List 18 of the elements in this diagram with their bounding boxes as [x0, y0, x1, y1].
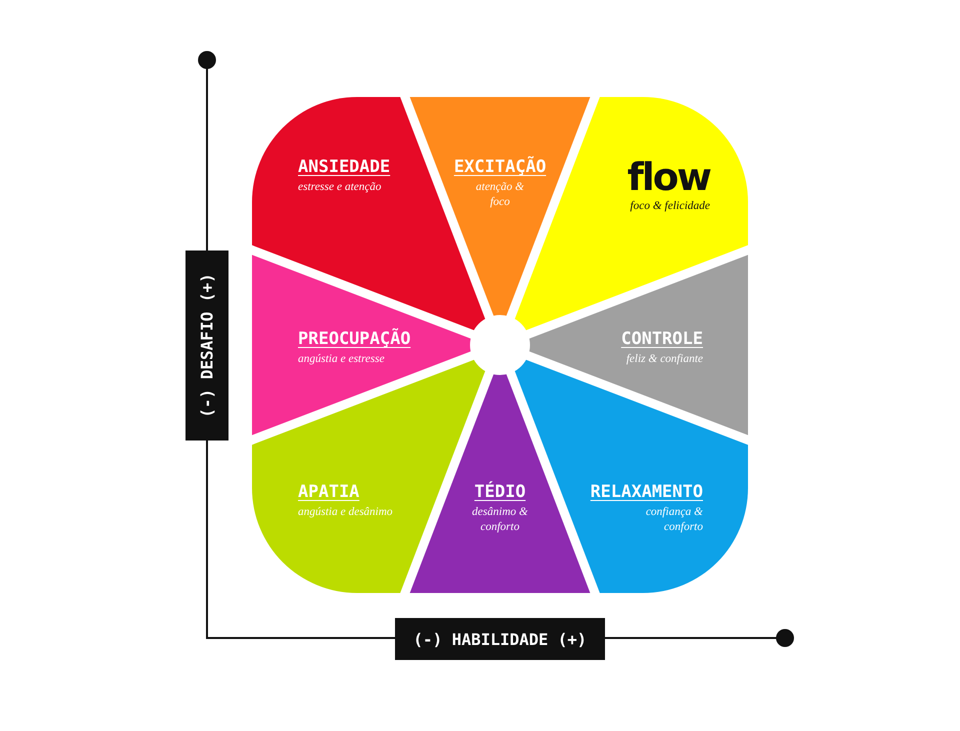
sector-title: RELAXAMENTO — [590, 482, 703, 502]
sector-title: flow — [627, 158, 710, 196]
sector-subtitle: estresse e atenção — [298, 180, 382, 195]
axis-label: (-) HABILIDADE (+) — [395, 618, 605, 660]
sector-subtitle: feliz & confiante — [626, 352, 703, 367]
sector-subtitle: angústia e desânimo — [298, 505, 393, 520]
sector-subtitle: confiança & conforto — [644, 505, 703, 534]
sector-subtitle: atenção & foco — [474, 180, 526, 210]
axis-label: (-) DESAFIO (+) — [186, 250, 228, 440]
sector-title: APATIA — [298, 482, 360, 502]
sector-subtitle: desânimo & conforto — [471, 505, 529, 534]
sector-title: ANSIEDADE — [298, 157, 390, 178]
sector-title: TÉDIO — [474, 482, 526, 502]
sector-subtitle: foco & felicidade — [630, 199, 710, 214]
sector-title: CONTROLE — [621, 329, 703, 350]
sector-title: EXCITAÇÃO — [454, 157, 546, 178]
sector-title: PREOCUPAÇÃO — [298, 329, 411, 350]
sector-subtitle: angústia e estresse — [298, 352, 384, 367]
